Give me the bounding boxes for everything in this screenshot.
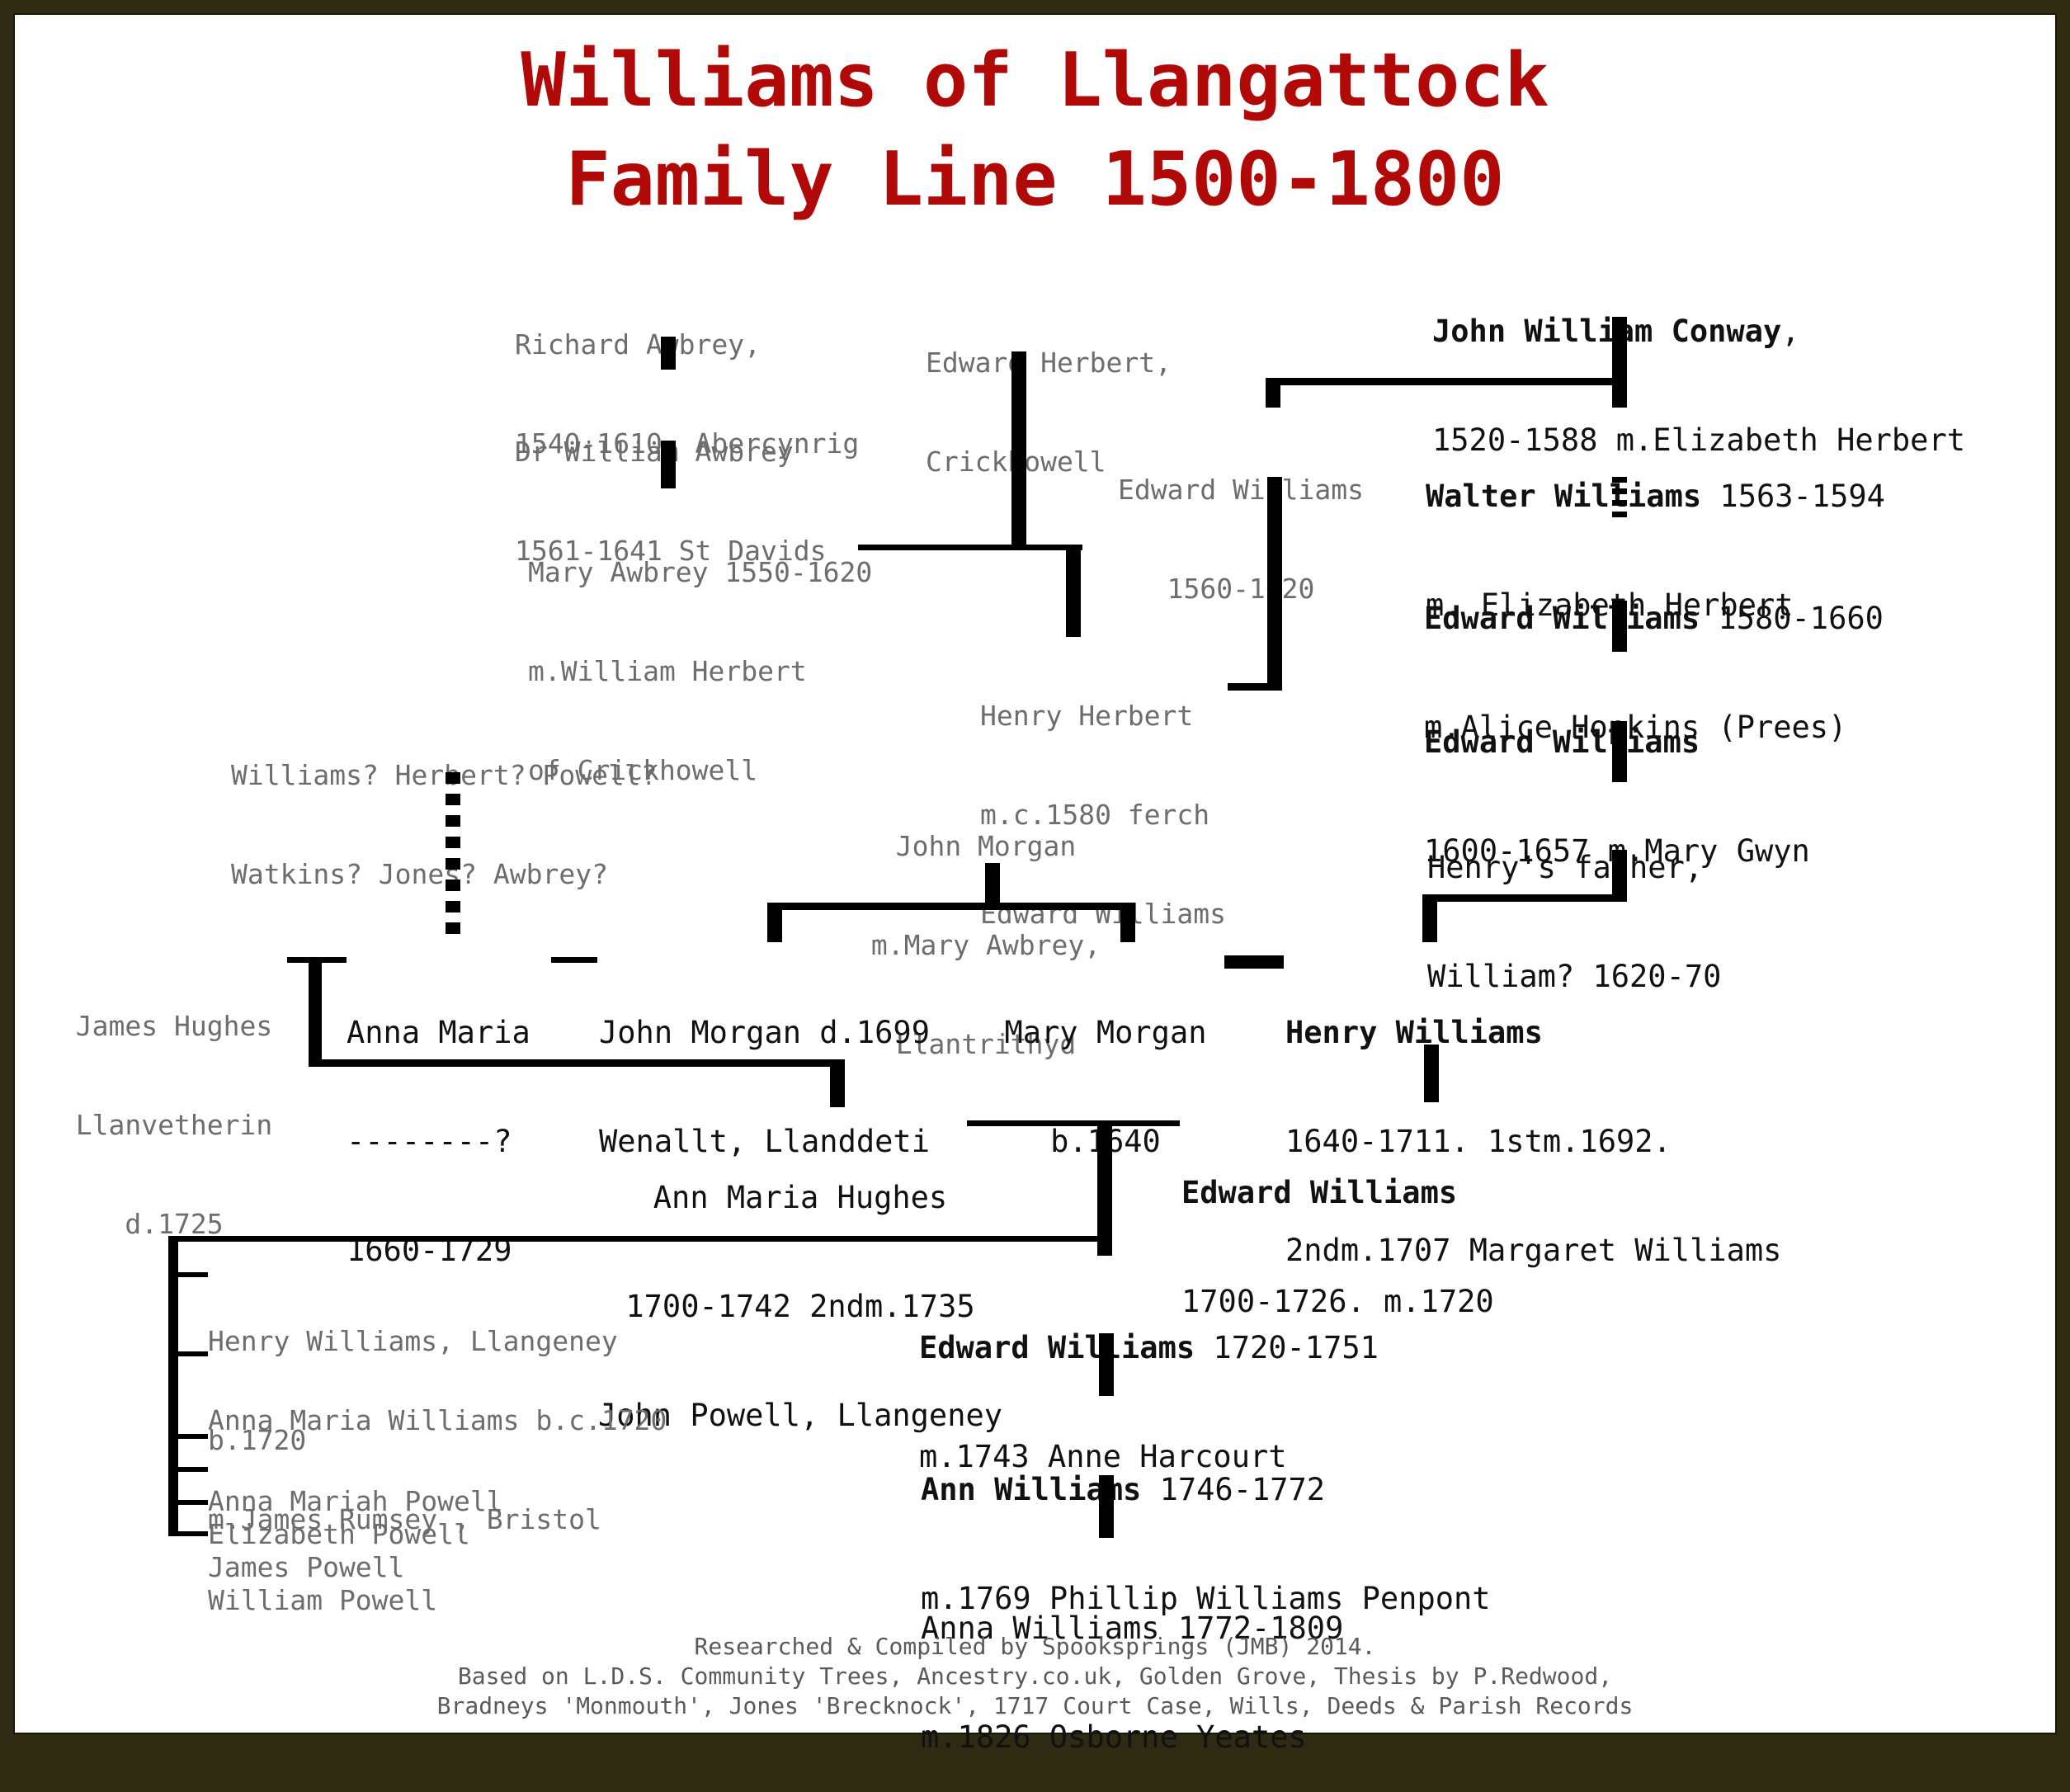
- line-john-morgan-sr-down: [985, 863, 1000, 904]
- line-to-mary-morgan: [1120, 903, 1135, 942]
- person-john-william-conway: John William Conway, 1520-1588 m.Elizabe…: [1432, 314, 1966, 458]
- title-line-2: Family Line 1500-1800: [565, 136, 1505, 223]
- line-henrys-father-down: [1612, 850, 1627, 901]
- dash-unknown-2: [446, 794, 460, 805]
- dash-unknown-6: [446, 879, 460, 891]
- dash-unknown-7: [446, 901, 460, 913]
- child-anna-maria-williams: Anna Maria Williams b.c.1720 m.James Rum…: [208, 1404, 667, 1535]
- tick-child-5: [168, 1500, 208, 1505]
- person-john-morgan-senior: John Morgan m.Mary Awbrey, Llantrithyd: [870, 830, 1101, 1060]
- line-marriage-down: [1097, 1120, 1112, 1256]
- credits-line-3: Bradneys 'Monmouth', Jones 'Brecknock', …: [436, 1692, 1634, 1719]
- dash-walter-3: [1612, 500, 1627, 506]
- dash-unknown-5: [446, 858, 460, 870]
- line-edward-1600-down: [1612, 721, 1627, 782]
- line-children-bracket: [168, 1236, 178, 1536]
- tick-child-3: [168, 1434, 208, 1439]
- person-edward-williams-1580: Edward Williams 1580-1660 m.Alice Hopkin…: [1424, 601, 1884, 745]
- line-hughes-branch: [309, 1059, 845, 1067]
- credits-line-1: Researched & Compiled by Spooksprings (J…: [694, 1633, 1376, 1660]
- person-mary-awbrey: Mary Awbrey 1550-1620 m.William Herbert …: [528, 556, 873, 786]
- child-elizabeth-powell: Elizabeth Powell: [208, 1518, 470, 1550]
- child-henry-williams-llangeney: Henry Williams, Llangeney b.1720: [208, 1325, 618, 1456]
- person-henry-herbert: Henry Herbert m.c.1580 ferch Edward Will…: [980, 700, 1227, 930]
- line-to-john-morgan: [767, 903, 782, 942]
- dash-walter-2: [1612, 488, 1627, 494]
- person-anna-maria: Anna Maria --------? 1660-1729: [347, 1015, 530, 1268]
- dash-walter-4: [1612, 512, 1627, 517]
- line-mary-morgan-henry-marriage: [1224, 955, 1284, 969]
- chart-canvas: [13, 13, 2057, 1734]
- person-edward-williams-1700: Edward Williams 1700-1726. m.1720: [1181, 1175, 1494, 1319]
- line-to-henry-herbert: [1066, 545, 1081, 637]
- line-ann-maria-edward-marriage: [967, 1120, 1180, 1126]
- child-william-powell: William Powell: [208, 1584, 438, 1616]
- line-to-edward-1560: [1266, 378, 1280, 408]
- title-line-1: Williams of Llangattock: [521, 37, 1549, 124]
- line-william-to-mary: [661, 441, 676, 488]
- credits-line-2: Based on L.D.S. Community Trees, Ancestr…: [457, 1662, 1613, 1690]
- line-edward-1580-down: [1612, 601, 1627, 652]
- line-ann-1746-down: [1099, 1475, 1114, 1538]
- line-to-ann-maria-hughes: [830, 1059, 845, 1107]
- line-hughes-down: [309, 957, 322, 1066]
- person-dr-william-awbrey: Dr William Awbrey 1561-1641 St Davids: [515, 436, 827, 567]
- person-henry-williams: Henry Williams 1640-1711. 1stm.1692. 2nd…: [1285, 1015, 1782, 1268]
- picture-frame: [0, 0, 2070, 1747]
- line-edward-1560-down: [1267, 477, 1282, 690]
- line-conway-down: [1612, 317, 1627, 408]
- person-henrys-father: Henry's father, William? 1620-70: [1427, 850, 1722, 994]
- person-walter-williams: Walter Williams 1563-1594 m. Elizabeth H…: [1426, 479, 1885, 623]
- child-james-powell: James Powell: [208, 1551, 405, 1583]
- person-ann-williams-1746: Ann Williams 1746-1772 m.1769 Phillip Wi…: [921, 1472, 1491, 1616]
- person-ann-maria-hughes: Ann Maria Hughes 1700-1742 2ndm.1735 Joh…: [597, 1180, 1003, 1433]
- person-unknown-parents: Williams? Herbert? Powell? Watkins? Jone…: [231, 759, 658, 890]
- person-edward-williams-1560: Edward Williams 1560-1620: [1117, 474, 1364, 605]
- line-henrys-father-branch: [1422, 894, 1627, 902]
- line-mary-awbrey-marriage: [858, 545, 1082, 550]
- line-anna-maria-john-morgan-marriage: [551, 957, 597, 963]
- person-james-hughes: James Hughes Llanvetherin d.1725: [75, 1010, 273, 1240]
- line-to-henry: [1422, 894, 1437, 942]
- child-anna-mariah-powell: Anna Mariah Powell: [208, 1485, 503, 1517]
- tick-child-2: [168, 1351, 208, 1356]
- dash-unknown-4: [446, 837, 460, 848]
- line-henry-down: [1424, 1045, 1439, 1102]
- dash-unknown-8: [446, 922, 460, 934]
- person-john-morgan: John Morgan d.1699 Wenallt, Llanddeti: [599, 1015, 930, 1159]
- line-conway-branch: [1266, 378, 1620, 385]
- tick-child-6: [168, 1531, 208, 1536]
- person-edward-williams-1720: Edward Williams 1720-1751 m.1743 Anne Ha…: [919, 1330, 1379, 1474]
- tick-child-4: [168, 1467, 208, 1472]
- line-edward-1720-down: [1099, 1333, 1114, 1396]
- line-children-branch: [168, 1236, 1112, 1242]
- tick-child-1: [168, 1272, 208, 1277]
- dash-unknown-1: [446, 772, 460, 784]
- line-edward-1560-to-henry-herbert: [1228, 683, 1282, 691]
- line-edward-herbert-down: [1011, 351, 1026, 548]
- line-john-morgan-sr-branch: [767, 903, 1135, 910]
- dash-unknown-3: [446, 815, 460, 827]
- dash-walter-1: [1612, 477, 1627, 483]
- line-richard-to-william: [661, 337, 676, 370]
